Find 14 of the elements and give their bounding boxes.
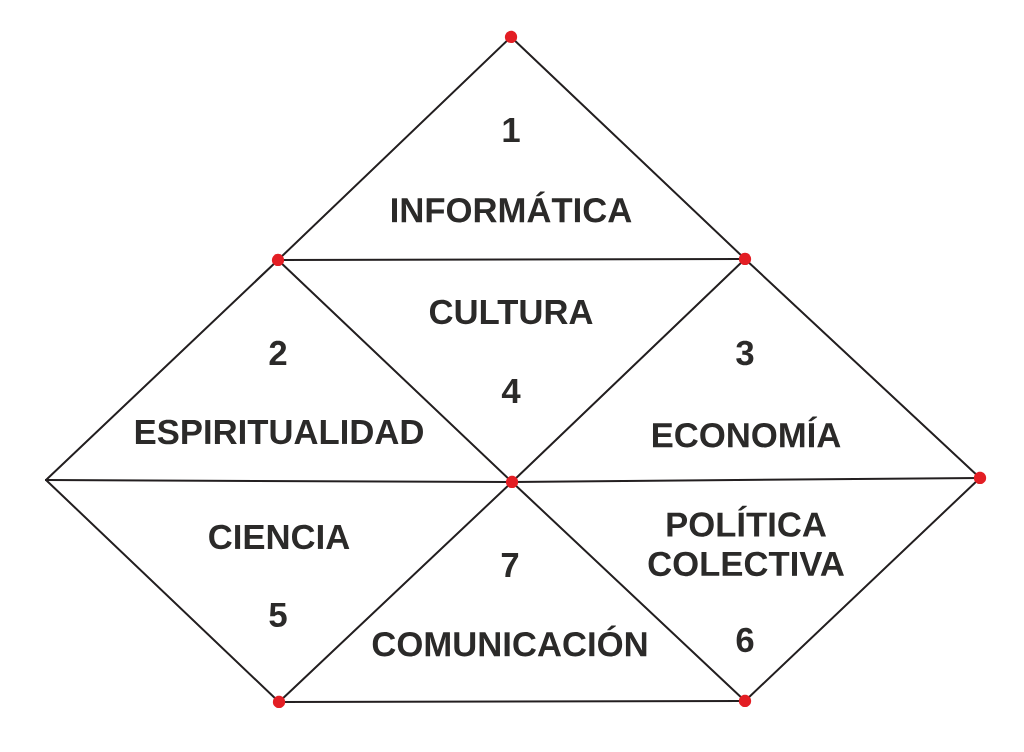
section-label: CULTURA: [429, 299, 593, 325]
section-label: COMUNICACIÓN: [372, 625, 647, 657]
section-number: 1: [503, 118, 520, 142]
section-number: 3: [736, 340, 754, 366]
section-number: 6: [736, 627, 754, 653]
section-label: POLÍTICA COLECTIVA: [648, 505, 844, 577]
section-label: CIENCIA: [209, 524, 350, 550]
section-number: 4: [501, 379, 521, 403]
section-label: INFORMÁTICA: [392, 191, 632, 223]
section-label: ECONOMÍA: [653, 416, 841, 448]
section-number: 5: [269, 602, 287, 628]
section-number: 2: [269, 340, 287, 366]
section-label: ESPIRITUALIDAD: [135, 419, 423, 445]
section-number: 7: [501, 553, 519, 577]
